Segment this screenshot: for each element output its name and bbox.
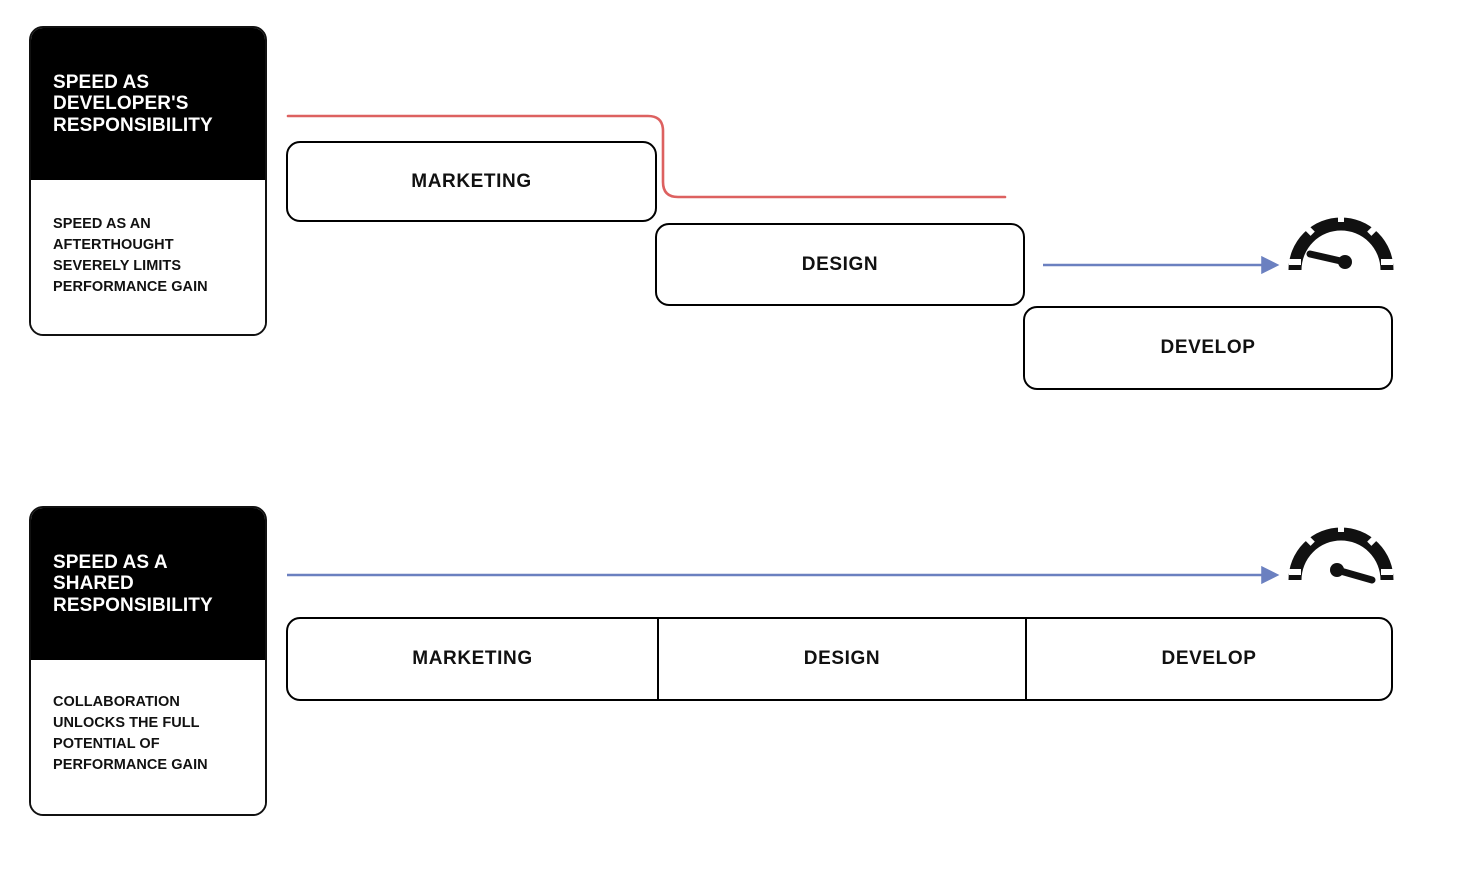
info-card-heading-text: SPEED AS DEVELOPER'S RESPONSIBILITY	[53, 71, 213, 136]
stage-label: DESIGN	[801, 253, 879, 275]
stage-label: DESIGN	[803, 648, 881, 669]
stage-box-marketing-staggered[interactable]: MARKETING	[286, 141, 657, 222]
stage-label: MARKETING	[411, 170, 532, 192]
stage-box-develop-combined[interactable]: DEVELOP	[1025, 619, 1391, 699]
info-card-heading-text: SPEED AS A SHARED RESPONSIBILITY	[53, 551, 213, 616]
stage-box-develop-staggered[interactable]: DEVELOP	[1023, 306, 1393, 390]
info-card-header: SPEED AS A SHARED RESPONSIBILITY	[31, 508, 265, 660]
stage-box-design-staggered[interactable]: DESIGN	[655, 223, 1025, 306]
stage-label: MARKETING	[412, 648, 533, 669]
stage-box-design-combined[interactable]: DESIGN	[657, 619, 1025, 699]
info-card-body-text: SPEED AS AN AFTERTHOUGHT SEVERELY LIMITS…	[53, 216, 208, 295]
info-card-body-text: COLLABORATION UNLOCKS THE FULL POTENTIAL…	[53, 694, 208, 773]
stage-label: DEVELOP	[1160, 337, 1256, 358]
speedometer-high-icon	[1288, 520, 1394, 584]
info-card-body: SPEED AS AN AFTERTHOUGHT SEVERELY LIMITS…	[31, 180, 265, 334]
stage-box-marketing-combined[interactable]: MARKETING	[288, 619, 657, 699]
combined-stage-bar: MARKETING DESIGN DEVELOP	[286, 617, 1393, 701]
info-card-shared-responsibility: SPEED AS A SHARED RESPONSIBILITY COLLABO…	[29, 506, 267, 816]
info-card-body: COLLABORATION UNLOCKS THE FULL POTENTIAL…	[31, 660, 265, 814]
info-card-header: SPEED AS DEVELOPER'S RESPONSIBILITY	[31, 28, 265, 180]
speedometer-low-icon	[1288, 210, 1394, 271]
info-card-developer-responsibility: SPEED AS DEVELOPER'S RESPONSIBILITY SPEE…	[29, 26, 267, 336]
stage-label: DEVELOP	[1161, 648, 1257, 669]
